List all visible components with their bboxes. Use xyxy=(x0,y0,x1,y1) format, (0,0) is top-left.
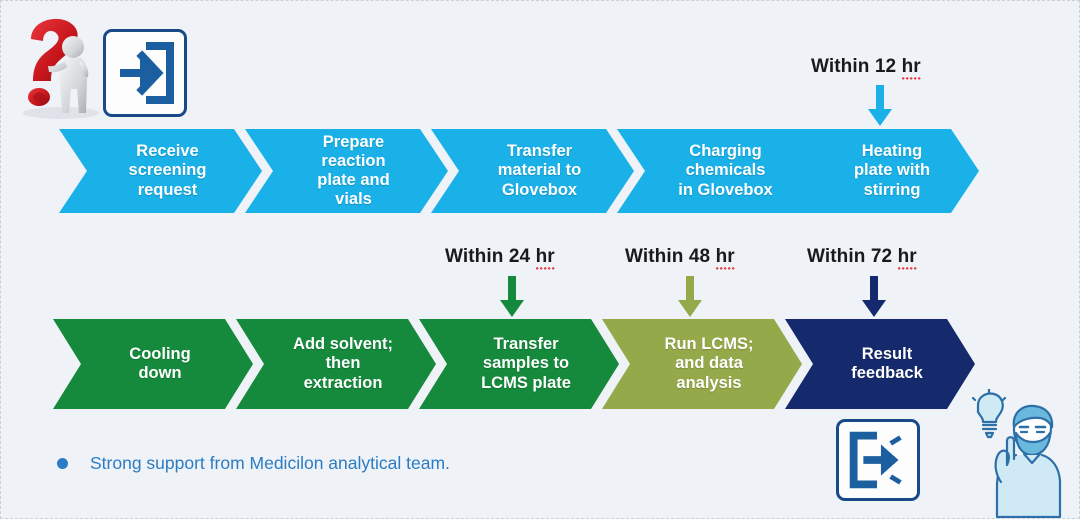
down-arrow-svg xyxy=(862,276,886,317)
timing-label-text: Within 72 xyxy=(807,246,898,267)
step-label: Receive screening request xyxy=(128,142,207,199)
down-arrow-svg xyxy=(500,276,524,317)
timing-label-within-12-hr: Within 12 hr xyxy=(811,56,921,82)
logout-arrow-svg xyxy=(849,431,902,489)
step-label: Add solvent; then extraction xyxy=(293,335,393,392)
login-arrow-svg xyxy=(120,42,174,104)
footnote-bullet-row: Strong support from Medicilon analytical… xyxy=(57,453,450,474)
timing-label-misspelled-word: hr xyxy=(901,56,921,82)
down-arrow-svg xyxy=(678,276,702,317)
down-arrow-within-12-hr xyxy=(866,85,894,127)
bullet-dot-icon xyxy=(57,458,68,469)
timing-label-text: Within 12 xyxy=(811,56,902,77)
timing-label-misspelled-word: hr xyxy=(715,246,735,272)
step-label: Transfer material to Glovebox xyxy=(497,142,582,199)
step-label: Charging chemicals in Glovebox xyxy=(678,142,773,199)
step-label: Cooling down xyxy=(129,344,191,382)
down-arrow-within-24-hr xyxy=(498,276,526,318)
timing-label-text: Within 24 xyxy=(445,246,536,267)
step-charging-chemicals-in-glovebox[interactable]: Charging chemicals in Glovebox xyxy=(617,129,820,213)
step-result-feedback[interactable]: Result feedback xyxy=(785,319,975,409)
idea-person-svg xyxy=(971,387,1062,518)
login-enter-arrow-icon xyxy=(103,29,187,117)
logout-exit-arrow-icon xyxy=(836,419,920,501)
timing-label-within-48-hr: Within 48 hr xyxy=(625,246,735,272)
timing-label-misspelled-word: hr xyxy=(535,246,555,272)
footnote-text: Strong support from Medicilon analytical… xyxy=(90,453,450,473)
step-heating-plate-with-stirring[interactable]: Heating plate with stirring xyxy=(791,129,979,213)
step-label: Transfer samples to LCMS plate xyxy=(481,335,571,392)
timing-label-within-72-hr: Within 72 hr xyxy=(807,246,917,272)
timing-label-misspelled-word: hr xyxy=(897,246,917,272)
step-transfer-material-to-glovebox[interactable]: Transfer material to Glovebox xyxy=(431,129,634,213)
down-arrow-within-48-hr xyxy=(676,276,704,318)
down-arrow-svg xyxy=(868,85,892,126)
step-label: Heating plate with stirring xyxy=(853,142,931,199)
step-prepare-reaction-plate-and-vials[interactable]: Prepare reaction plate and vials xyxy=(245,129,448,213)
step-add-solvent-then-extraction[interactable]: Add solvent; then extraction xyxy=(236,319,436,409)
person-with-lightbulb-idea-icon xyxy=(956,387,1078,518)
question-mark-svg xyxy=(23,18,99,119)
step-label: Result feedback xyxy=(851,344,923,382)
step-label: Prepare reaction plate and vials xyxy=(317,132,390,209)
timing-label-within-24-hr: Within 24 hr xyxy=(445,246,555,272)
timing-label-text: Within 48 xyxy=(625,246,716,267)
down-arrow-within-72-hr xyxy=(860,276,888,318)
step-transfer-samples-to-lcms-plate[interactable]: Transfer samples to LCMS plate xyxy=(419,319,619,409)
question-mark-with-person-icon xyxy=(15,9,107,121)
step-label: Run LCMS; and data analysis xyxy=(664,335,754,392)
step-receive-screening-request[interactable]: Receive screening request xyxy=(59,129,262,213)
step-run-lcms-and-data-analysis[interactable]: Run LCMS; and data analysis xyxy=(602,319,802,409)
step-cooling-down[interactable]: Cooling down xyxy=(53,319,253,409)
